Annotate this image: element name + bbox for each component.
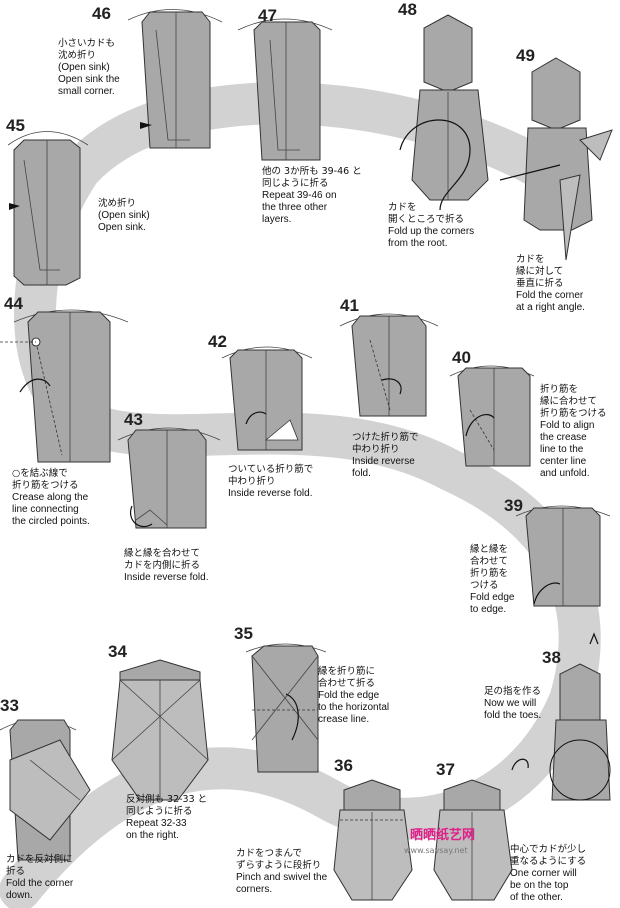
step-number-35: 35	[234, 624, 253, 644]
step-number-37: 37	[436, 760, 455, 780]
figure-41	[340, 314, 438, 416]
step-number-47: 47	[258, 6, 277, 26]
figure-36	[334, 780, 412, 900]
step-number-45: 45	[6, 116, 25, 136]
figure-40	[450, 366, 534, 466]
figure-43	[118, 428, 220, 528]
step-number-38: 38	[542, 648, 561, 668]
step-number-44: 44	[4, 294, 23, 314]
figure-35	[246, 644, 326, 772]
step-number-34: 34	[108, 642, 127, 662]
figure-46	[128, 9, 222, 148]
watermark-url: www.saysay.net	[404, 846, 468, 855]
caption-42: ついている折り筋で中わり折り Inside reverse fold.	[228, 464, 313, 500]
step-number-41: 41	[340, 296, 359, 316]
watermark-text: 晒晒纸艺网	[410, 824, 475, 843]
step-number-48: 48	[398, 0, 417, 20]
figure-45	[8, 132, 88, 286]
step-number-43: 43	[124, 410, 143, 430]
step-number-36: 36	[334, 756, 353, 776]
figure-34	[112, 660, 208, 800]
step-number-42: 42	[208, 332, 227, 352]
step-number-40: 40	[452, 348, 471, 368]
step-number-46: 46	[92, 4, 111, 24]
caption-45: 沈め折り (Open sink)Open sink.	[98, 198, 150, 234]
step-number-49: 49	[516, 46, 535, 66]
step-number-39: 39	[504, 496, 523, 516]
step-number-33: 33	[0, 696, 19, 716]
caption-43: 縁と縁を合わせてカドを内側に折る Inside reverse fold.	[124, 548, 209, 584]
